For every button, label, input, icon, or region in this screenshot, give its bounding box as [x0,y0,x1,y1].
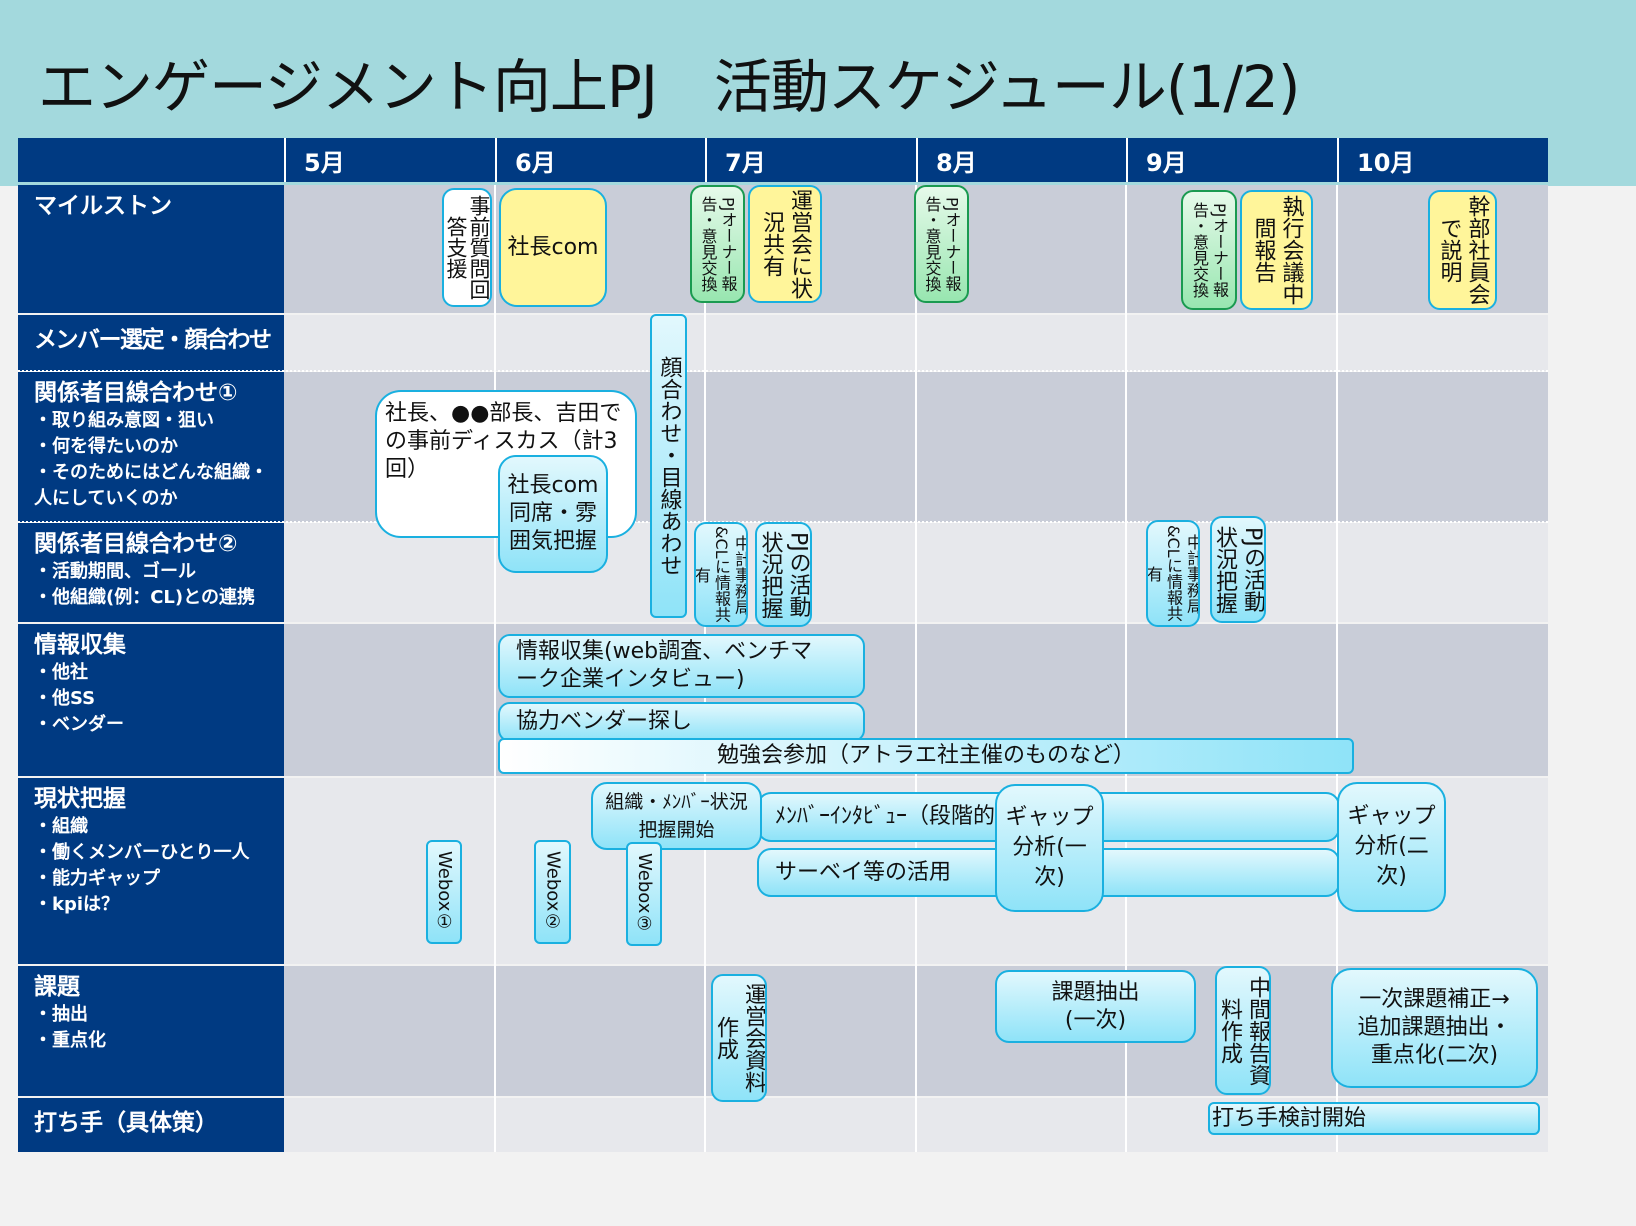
task-mid-report-doc[interactable]: 中間報告資料作成 [1215,966,1271,1095]
row-item: ・働くメンバーひとり一人 [34,842,250,863]
task-org-status-start[interactable]: 組織・ﾒﾝﾊﾞｰ状況把握開始 [591,782,762,850]
row-item: ・活動期間、ゴール [34,561,196,582]
milestone-owner-report-sep[interactable]: PJオーナー報告・意見交換 [1181,190,1237,310]
month-divider [1125,185,1127,1152]
milestone-owner-report-jul[interactable]: PJオーナー報告・意見交換 [690,185,745,303]
header-corner [18,138,284,182]
task-gap-analysis-2[interactable]: ギャップ分析(二次) [1337,782,1446,912]
task-vendor-search[interactable]: 協力ベンダー探し [498,702,865,742]
milestone-ceo-com[interactable]: 社長com [499,188,607,307]
month-oct: 10月 [1337,138,1548,182]
task-pj-status-sep[interactable]: PJの活動状況把握 [1210,516,1266,623]
task-unei-doc[interactable]: 運営会資料作成 [711,974,767,1102]
task-chukei-share-sep[interactable]: 中計事務局&CLに情報共有 [1146,520,1200,627]
row-item: ・ベンダー [34,714,124,735]
month-sep: 9月 [1126,138,1337,182]
task-gap-analysis-1[interactable]: ギャップ分析(一次) [995,784,1104,912]
row-item: ・何を得たいのか [34,436,178,457]
row-title: 関係者目線合わせ① [34,380,238,406]
month-jun: 6月 [495,138,705,182]
month-aug: 8月 [916,138,1126,182]
row-title: 課題 [34,974,80,1000]
row-title: メンバー選定・顔合わせ [34,327,272,353]
month-divider [915,185,917,1152]
row-item: ・他社 [34,662,88,683]
row-item: ・重点化 [34,1030,106,1051]
row-item: ・抽出 [34,1004,88,1025]
task-webox-2[interactable]: Webox② [534,840,571,944]
label-current: 現状把握 ・組織・働くメンバーひとり一人・能力ギャップ・kpiは？ [18,778,284,964]
row-item: ・そのためにはどんな組織・ [34,462,268,483]
milestone-exec-mid-report[interactable]: 執行会議中間報告 [1240,190,1313,310]
task-kaoawase[interactable]: 顔合わせ・目線あわせ [650,314,687,618]
task-issue-extract-2[interactable]: 一次課題補正→追加課題抽出・重点化(二次) [1331,968,1538,1088]
task-webox-1[interactable]: Webox① [426,840,462,944]
milestone-pre-question[interactable]: 事前質問回答支援 [442,188,492,307]
page-title: エンゲージメント向上PJ 活動スケジュール(1/2) [38,53,1300,121]
label-rel2: 関係者目線合わせ② ・活動期間、ゴール・他組織(例：CL)との連携 [18,523,284,622]
task-issue-extract-1[interactable]: 課題抽出(一次) [995,970,1196,1043]
month-divider [494,185,496,1152]
task-ceo-attend[interactable]: 社長com同席・雰囲気把握 [498,455,608,573]
milestone-owner-report-aug[interactable]: PJオーナー報告・意見交換 [914,185,969,303]
row-item: ・能力ギャップ [34,868,160,889]
task-pj-status-jul[interactable]: PJの活動状況把握 [755,522,812,627]
month-may: 5月 [284,138,495,182]
label-member: メンバー選定・顔合わせ [18,315,284,371]
row-item: ・他SS [34,688,96,709]
task-chukei-share-jul[interactable]: 中計事務局&CLに情報共有 [694,522,748,627]
milestone-unei-share[interactable]: 運営会に状況共有 [748,185,822,303]
label-issues: 課題 ・抽出・重点化 [18,966,284,1096]
row-item: 人にしていくのか [34,488,178,509]
task-webox-3[interactable]: Webox③ [626,842,662,946]
label-milestone: マイルストン [18,185,284,313]
row-item: ・組織 [34,816,88,837]
task-measure-start[interactable]: 打ち手検討開始 [1208,1102,1540,1135]
row-title: 現状把握 [34,786,126,812]
month-jul: 7月 [705,138,916,182]
row-item: ・他組織(例：CL)との連携 [34,587,255,608]
task-info-collect[interactable]: 情報収集(web調査、ベンチマーク企業インタビュー) [498,634,865,698]
row-title: 情報収集 [34,632,126,658]
label-rel1: 関係者目線合わせ① ・取り組み意図・狙い・何を得たいのか・そのためにはどんな組織… [18,372,284,522]
row-item: ・kpiは？ [34,894,120,915]
row-item: ・取り組み意図・狙い [34,410,214,431]
label-measures: 打ち手（具体策） [18,1098,284,1152]
row-title: マイルストン [34,193,172,219]
dotted-divider [18,370,1548,372]
row-title: 関係者目線合わせ② [34,531,238,557]
milestone-kanbu-explain[interactable]: 幹部社員会で説明 [1428,190,1497,310]
row-title: 打ち手（具体策） [34,1110,218,1136]
label-info: 情報収集 ・他社・他SS ・ベンダー [18,624,284,776]
task-study-session[interactable]: 勉強会参加（アトラエ社主催のものなど） [498,738,1354,774]
month-divider [1336,185,1338,1152]
